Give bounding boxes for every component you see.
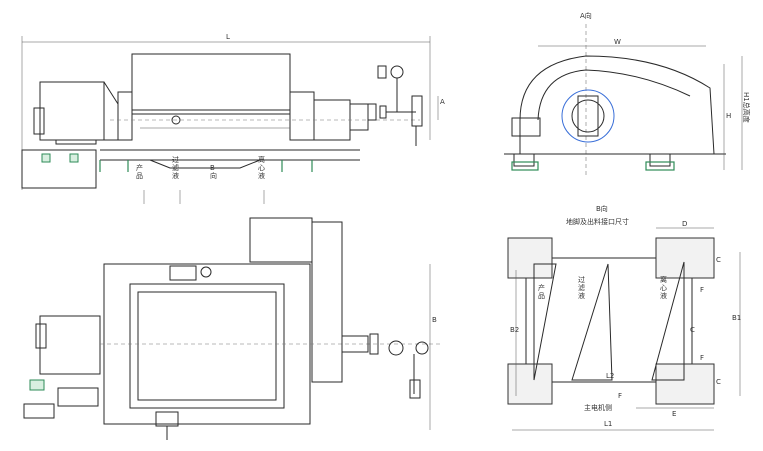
front-view: L A — [21, 33, 445, 204]
dim-c2-label: C — [690, 326, 695, 334]
dim-h-label: H — [726, 112, 731, 120]
drum-circle — [561, 89, 615, 143]
dim-f1-label: F — [700, 286, 704, 294]
foundation-outline — [525, 257, 693, 383]
dim-l2-label: L2 — [606, 372, 614, 380]
dim-h1-label: H1总高度 — [742, 92, 751, 123]
foundation-view: B向 地脚及出料接口尺寸 产品 过滤液 离心液 D C C C F F F B1… — [507, 204, 741, 431]
dim-c1-label: C — [716, 378, 721, 386]
foot-pad-bl — [507, 363, 553, 405]
outlet-filtrate-label: 过滤液 — [172, 155, 179, 180]
motor-base — [21, 149, 97, 189]
dim-l1-label: L1 — [604, 420, 612, 428]
outlet-product-hopper — [533, 263, 557, 381]
dim-height-label: A — [440, 98, 445, 106]
found-product-label: 产品 — [538, 283, 545, 300]
foot-pad-tl — [507, 237, 553, 279]
dim-b1-label: B1 — [732, 314, 741, 322]
dim-d-label: D — [682, 220, 687, 228]
main-casing — [131, 53, 291, 115]
outlet-product-label: 产品 — [136, 163, 143, 180]
dim-f3-label: F — [618, 392, 622, 400]
found-filtrate-label: 过滤液 — [578, 275, 585, 300]
found-centrate-label: 离心液 — [660, 275, 667, 300]
side-casing — [519, 55, 715, 155]
dim-width-label: W — [614, 38, 621, 46]
motor-side-label: 主电机侧 — [584, 403, 612, 412]
dim-e-label: E — [672, 410, 676, 418]
dim-b2-label: B2 — [510, 326, 519, 334]
foot-pad-tr — [655, 237, 715, 279]
foot-pad-br — [655, 363, 715, 405]
plan-drive — [39, 315, 101, 375]
dim-f2-label: F — [700, 354, 704, 362]
plan-motor — [249, 217, 313, 263]
dim-length-label: L — [226, 33, 230, 41]
plan-view: B — [23, 217, 440, 440]
dim-c-label: C — [716, 256, 721, 264]
dim-b-label: B — [432, 316, 437, 324]
outlet-centrate-hopper — [651, 261, 685, 381]
outlet-centrate-label: 离心液 — [258, 155, 265, 180]
motor — [39, 81, 105, 141]
foundation-title-1: B向 — [596, 204, 608, 213]
foundation-title-2: 地脚及出料接口尺寸 — [566, 217, 629, 226]
outlet-filtrate-hopper — [571, 263, 613, 381]
side-view-label: A向 — [580, 11, 592, 20]
side-view: A向 W H H1总高度 — [504, 11, 751, 176]
